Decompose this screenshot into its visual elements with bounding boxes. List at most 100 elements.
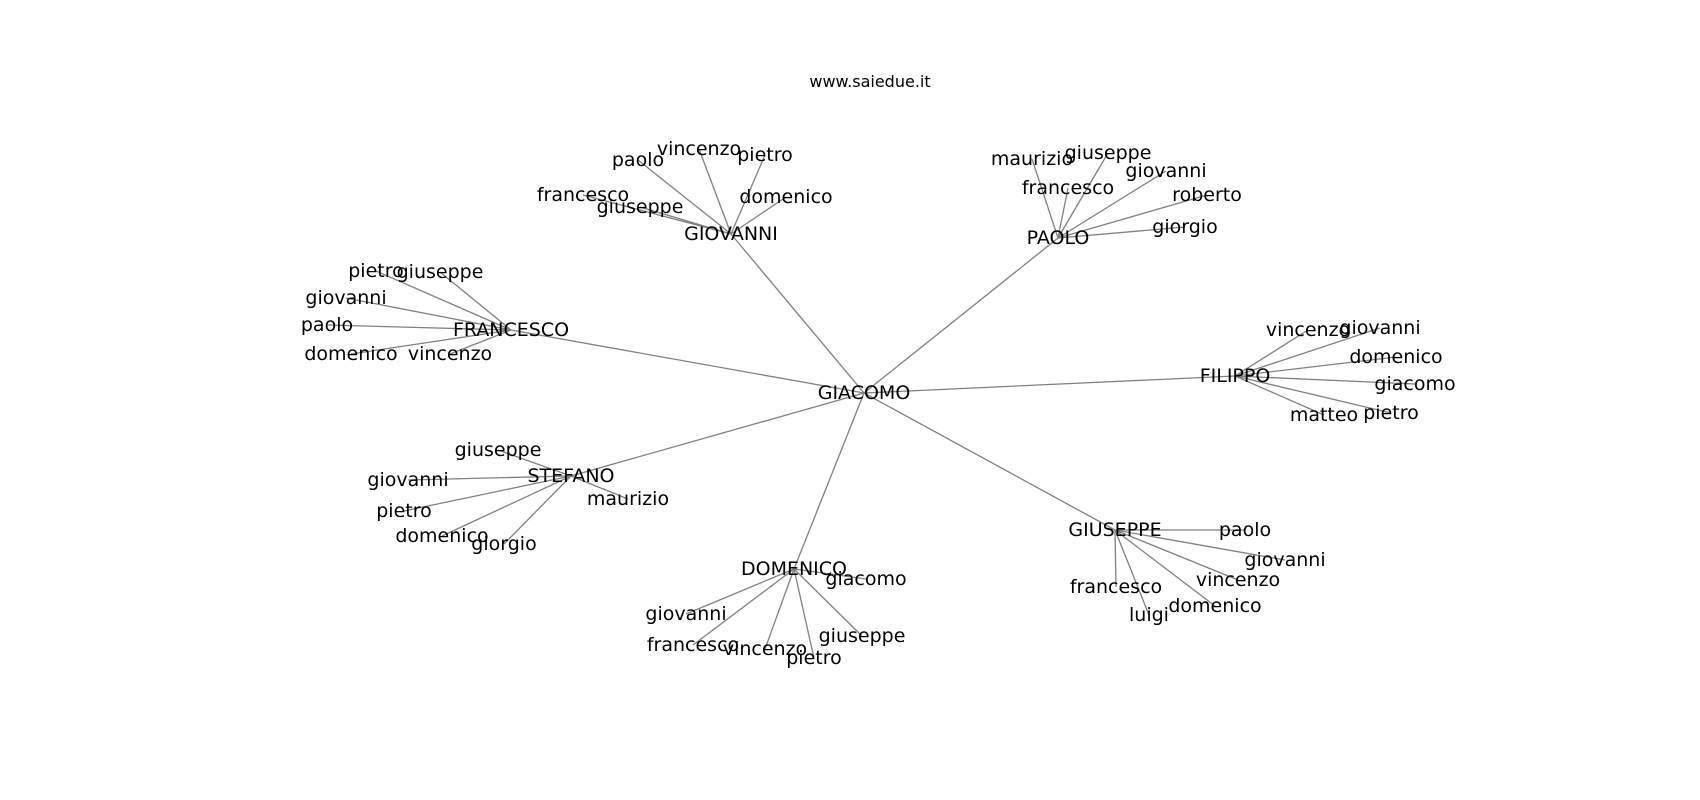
node-leaf-giorgio: giorgio <box>1152 216 1217 238</box>
edge-filippo-domenico <box>1234 356 1397 377</box>
edge-center-domenico <box>793 392 865 570</box>
node-leaf-pietro: pietro <box>786 647 842 669</box>
node-leaf-giuseppe: giuseppe <box>455 439 542 461</box>
edge-paolo-roberto <box>1057 194 1208 239</box>
edge-giuseppe-francesco <box>1114 529 1117 588</box>
edge-center-giuseppe <box>863 392 1116 531</box>
node-leaf-paolo: paolo <box>301 314 353 336</box>
edge-giovanni-vincenzo <box>698 148 732 235</box>
node-leaf-domenico: domenico <box>304 343 397 365</box>
edge-paolo-giuseppe <box>1057 152 1109 239</box>
edge-giuseppe-domenico <box>1114 529 1216 607</box>
node-hub-filippo: FILIPPO <box>1200 365 1271 387</box>
node-leaf-pietro: pietro <box>348 260 404 282</box>
edge-stefano-pietro <box>403 475 572 512</box>
edge-stefano-giorgio <box>503 475 572 545</box>
node-leaf-giovanni: giovanni <box>305 287 386 309</box>
edge-filippo-matteo <box>1234 375 1325 416</box>
node-leaf-giovanni: giovanni <box>367 469 448 491</box>
edge-stefano-maurizio <box>570 475 629 500</box>
node-leaf-maurizio: maurizio <box>587 488 669 510</box>
node-leaf-roberto: roberto <box>1172 184 1242 206</box>
edge-center-stefano <box>570 392 865 477</box>
edge-paolo-francesco <box>1057 187 1069 239</box>
node-leaf-vincenzo: vincenzo <box>1196 569 1280 591</box>
edge-paolo-giovanni <box>1057 170 1167 239</box>
node-leaf-giorgio: giorgio <box>471 533 536 555</box>
node-leaf-giovanni: giovanni <box>645 603 726 625</box>
node-leaf-francesco: francesco <box>1070 576 1162 598</box>
edge-filippo-vincenzo <box>1234 329 1309 377</box>
node-leaf-pietro: pietro <box>737 144 793 166</box>
diagram-title: www.saiedue.it <box>809 72 930 91</box>
edge-filippo-giacomo <box>1234 375 1416 385</box>
node-hub-domenico: DOMENICO <box>741 558 847 580</box>
node-leaf-giuseppe: giuseppe <box>819 625 906 647</box>
node-center: GIACOMO <box>818 382 911 404</box>
edge-paolo-maurizio <box>1031 158 1059 239</box>
edge-domenico-giacomo <box>793 568 867 580</box>
edge-giovanni-domenico <box>730 196 787 235</box>
edges-layer <box>326 148 1416 659</box>
edge-domenico-giuseppe <box>793 568 863 637</box>
edge-francesco-giuseppe <box>439 271 512 331</box>
edge-francesco-giovanni <box>345 297 512 331</box>
edge-stefano-giuseppe <box>497 449 572 477</box>
node-hub-giovanni: GIOVANNI <box>684 223 778 245</box>
node-leaf-giuseppe: giuseppe <box>597 196 684 218</box>
edge-giovanni-francesco <box>582 194 732 235</box>
edge-giuseppe-luigi <box>1114 529 1150 616</box>
node-leaf-vincenzo: vincenzo <box>723 638 807 660</box>
edge-filippo-giovanni <box>1234 327 1381 377</box>
edge-francesco-paolo <box>326 324 512 331</box>
node-leaf-pietro: pietro <box>376 500 432 522</box>
node-leaf-matteo: matteo <box>1290 404 1358 426</box>
edge-giovanni-pietro <box>730 154 766 235</box>
node-hub-stefano: STEFANO <box>527 465 614 487</box>
edge-giuseppe-giovanni <box>1114 529 1286 561</box>
node-leaf-giuseppe: giuseppe <box>1065 142 1152 164</box>
node-leaf-domenico: domenico <box>395 525 488 547</box>
node-leaf-francesco: francesco <box>1022 177 1114 199</box>
node-leaf-vincenzo: vincenzo <box>1266 319 1350 341</box>
edge-giovanni-giuseppe <box>639 206 732 235</box>
node-leaf-luigi: luigi <box>1129 604 1169 626</box>
node-hub-francesco: FRANCESCO <box>453 319 569 341</box>
edge-center-francesco <box>510 329 865 394</box>
node-leaf-giacomo: giacomo <box>1374 373 1455 395</box>
node-leaf-domenico: domenico <box>1168 595 1261 617</box>
node-hub-giuseppe: GIUSEPPE <box>1068 519 1161 541</box>
node-hub-paolo: PAOLO <box>1027 227 1090 249</box>
node-leaf-domenico: domenico <box>1349 346 1442 368</box>
edge-center-filippo <box>863 375 1236 394</box>
edge-francesco-domenico <box>350 329 512 355</box>
node-leaf-paolo: paolo <box>612 149 664 171</box>
edge-paolo-giorgio <box>1057 226 1186 239</box>
edge-filippo-pietro <box>1234 375 1392 414</box>
node-leaf-giovanni: giovanni <box>1339 317 1420 339</box>
node-leaf-vincenzo: vincenzo <box>408 343 492 365</box>
edge-stefano-giovanni <box>407 475 572 481</box>
node-leaf-paolo: paolo <box>1219 519 1271 541</box>
edge-center-giovanni <box>730 233 865 394</box>
node-leaf-giuseppe: giuseppe <box>397 261 484 283</box>
edge-francesco-vincenzo <box>449 329 512 355</box>
edge-stefano-domenico <box>441 475 572 537</box>
edge-domenico-pietro <box>793 568 815 659</box>
node-leaf-giacomo: giacomo <box>825 568 906 590</box>
edge-francesco-pietro <box>375 270 512 331</box>
edge-center-paolo <box>863 237 1059 394</box>
node-leaf-giovanni: giovanni <box>1244 549 1325 571</box>
node-leaf-maurizio: maurizio <box>991 148 1073 170</box>
node-leaf-giovanni: giovanni <box>1125 160 1206 182</box>
labels-layer: GIACOMOGIOVANNIpaolovincenzopietrofrance… <box>301 138 1456 669</box>
edge-giuseppe-vincenzo <box>1114 529 1239 581</box>
edge-domenico-vincenzo <box>764 568 795 650</box>
node-leaf-domenico: domenico <box>739 186 832 208</box>
node-leaf-francesco: francesco <box>537 184 629 206</box>
node-leaf-vincenzo: vincenzo <box>657 138 741 160</box>
edge-domenico-francesco <box>692 568 795 646</box>
edge-domenico-giovanni <box>685 568 795 615</box>
node-leaf-pietro: pietro <box>1363 402 1419 424</box>
